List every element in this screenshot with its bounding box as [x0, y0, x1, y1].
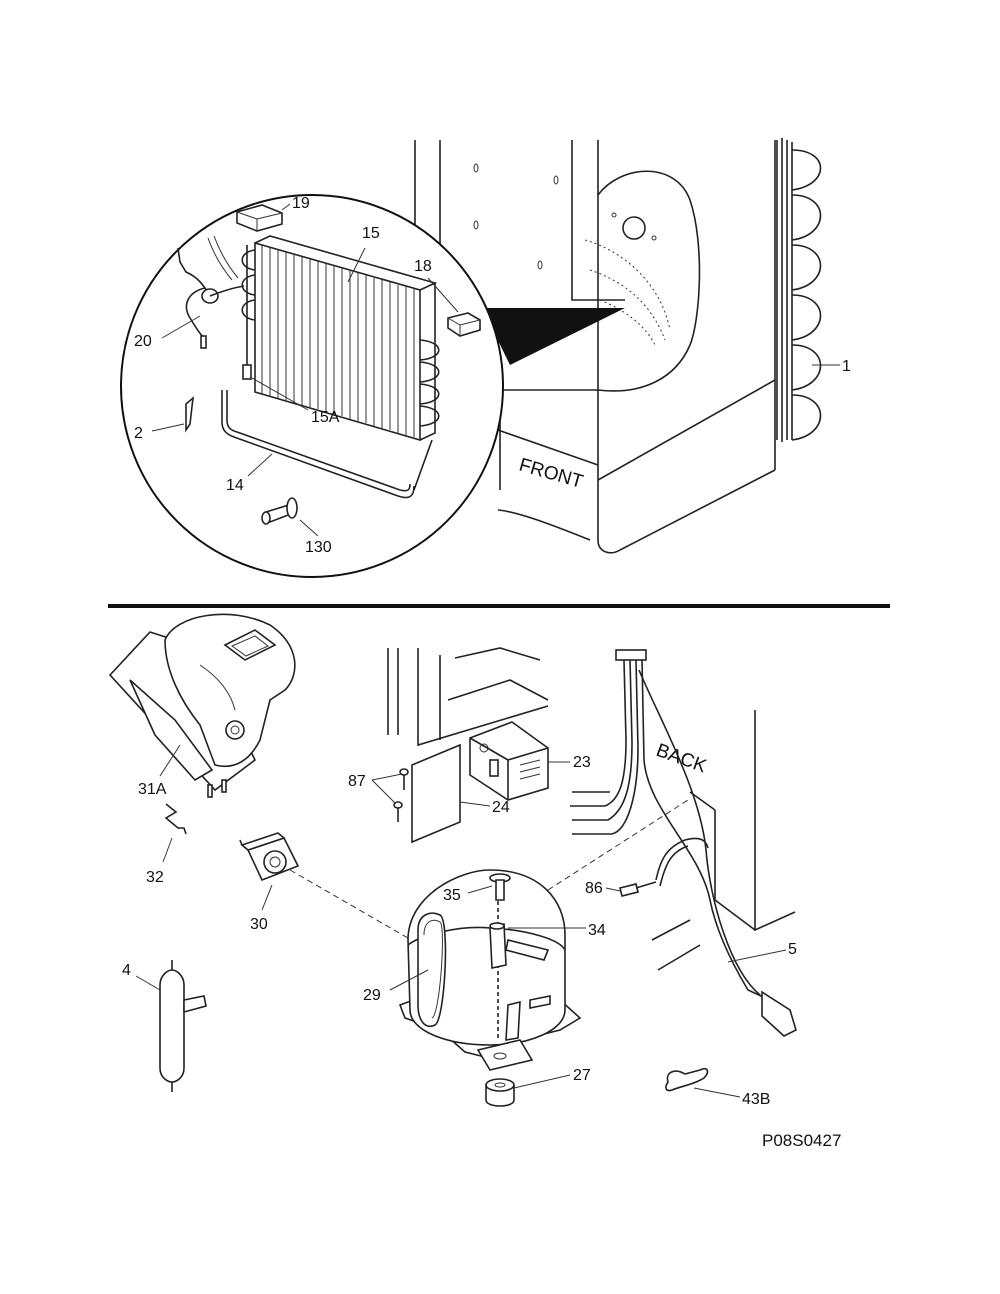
part-label-86: 86: [585, 880, 603, 897]
part-4-drier: [159, 960, 207, 1092]
part-label-35: 35: [443, 887, 461, 904]
part-31a-drain-pan: [108, 613, 296, 798]
leader-line-14: [247, 453, 273, 477]
part-label-1: 1: [842, 358, 851, 375]
part-label-20: 20: [134, 333, 152, 350]
leader-line-29: [389, 969, 429, 991]
leader-line-31a: [159, 744, 181, 777]
part-label-5: 5: [788, 941, 797, 958]
part-label-29: 29: [363, 987, 381, 1004]
leader-line-15a: [251, 377, 309, 411]
part-24-bracket: [411, 743, 461, 844]
part-label-130: 130: [305, 539, 332, 556]
part-label-23: 23: [573, 754, 591, 771]
part-label-34: 34: [588, 922, 606, 939]
cabinet-back-drawing: [387, 647, 796, 932]
leader-line-32: [162, 837, 173, 863]
leader-line-86: [605, 887, 621, 892]
part-label-4: 4: [122, 962, 131, 979]
part-label-27: 27: [573, 1067, 591, 1084]
back-orientation-label: BACK: [653, 740, 709, 778]
leader-line-30: [261, 884, 273, 911]
part-29-compressor: [398, 869, 582, 1071]
wiring-harness: [570, 649, 797, 1037]
part-label-43b: 43B: [742, 1091, 770, 1108]
part-43b-clip: [665, 1067, 709, 1092]
part-130-grommet: [261, 497, 298, 525]
part-32-bracket: [164, 803, 187, 835]
part-label-31a: 31A: [138, 781, 167, 798]
leader-line-19: [281, 203, 291, 211]
leader-line-15: [347, 247, 366, 283]
part-label-15: 15: [362, 225, 380, 242]
part-35-bolt: [489, 873, 511, 901]
part-86-screw: [619, 837, 709, 971]
part-30-relay: [239, 832, 300, 882]
part-23-start-relay: [469, 721, 549, 801]
part-14-drain-tube: [221, 390, 433, 499]
part-label-2: 2: [134, 425, 143, 442]
leader-line-87: [371, 773, 403, 804]
part-label-24: 24: [492, 799, 510, 816]
leader-line-20: [161, 315, 201, 339]
part-2-clip: [185, 396, 195, 433]
leader-line-4: [135, 975, 161, 991]
leader-line-24: [459, 801, 491, 807]
leader-line-18: [427, 277, 459, 313]
front-orientation-label: FRONT: [517, 455, 586, 493]
condenser-coil: [776, 138, 822, 442]
part-20-wire: [177, 235, 245, 349]
callout-projection-wedge: [482, 308, 625, 365]
part-label-30: 30: [250, 916, 268, 933]
leader-line-5: [727, 949, 787, 963]
leader-line-130: [299, 519, 319, 537]
section-divider: [108, 604, 890, 608]
assembly-dashed-line-bracket: [547, 799, 689, 891]
leader-line-43b: [693, 1087, 741, 1098]
part-label-18: 18: [414, 258, 432, 275]
evaporator-fins: [241, 235, 440, 442]
part-label-19: 19: [292, 195, 310, 212]
part-27-grommet: [485, 1078, 515, 1107]
assembly-dashed-line-relay: [289, 869, 421, 946]
part-label-14: 14: [226, 477, 244, 494]
part-label-32: 32: [146, 869, 164, 886]
part-87-screws: [393, 768, 409, 822]
leader-line-2: [151, 423, 185, 432]
part-label-87: 87: [348, 773, 366, 790]
leader-line-35: [467, 885, 493, 894]
leader-line-27: [513, 1074, 571, 1089]
detail-callout-circle: [120, 194, 504, 578]
drawing-code-label: P08S0427: [762, 1131, 841, 1150]
part-label-15a: 15A: [311, 409, 340, 426]
